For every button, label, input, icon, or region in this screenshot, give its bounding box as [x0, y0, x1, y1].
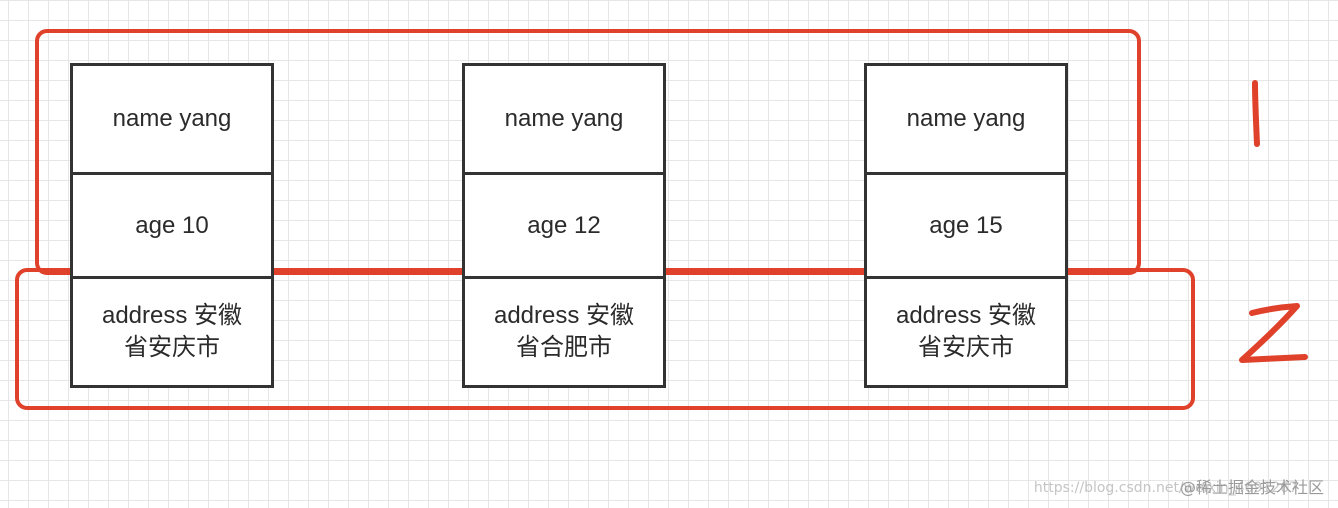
- handwritten-label-1: [1252, 80, 1260, 147]
- record-age-cell: age 12: [465, 175, 663, 279]
- record-name-cell: name yang: [465, 66, 663, 175]
- record-address-cell: address 安徽 省合肥市: [465, 279, 663, 385]
- record-address-text: address 安徽 省安庆市: [101, 302, 243, 361]
- watermark-url: https://blog.csdn.net/weixin_4691267: [1033, 480, 1298, 496]
- record-age-cell: age 15: [867, 175, 1065, 279]
- record-card-2: name yang age 12 address 安徽 省合肥市: [462, 63, 666, 388]
- handwritten-label-2: [1239, 303, 1308, 363]
- record-address-text: address 安徽 省合肥市: [493, 302, 635, 361]
- record-name-cell: name yang: [867, 66, 1065, 175]
- record-age-cell: age 10: [73, 175, 271, 279]
- record-name-cell: name yang: [73, 66, 271, 175]
- record-address-cell: address 安徽 省安庆市: [73, 279, 271, 385]
- record-address-text: address 安徽 省安庆市: [895, 302, 1037, 361]
- watermark-text: @稀土掘金技术社区: [1179, 478, 1324, 497]
- record-card-1: name yang age 10 address 安徽 省安庆市: [70, 63, 274, 388]
- record-card-3: name yang age 15 address 安徽 省安庆市: [864, 63, 1068, 388]
- record-address-cell: address 安徽 省安庆市: [867, 279, 1065, 385]
